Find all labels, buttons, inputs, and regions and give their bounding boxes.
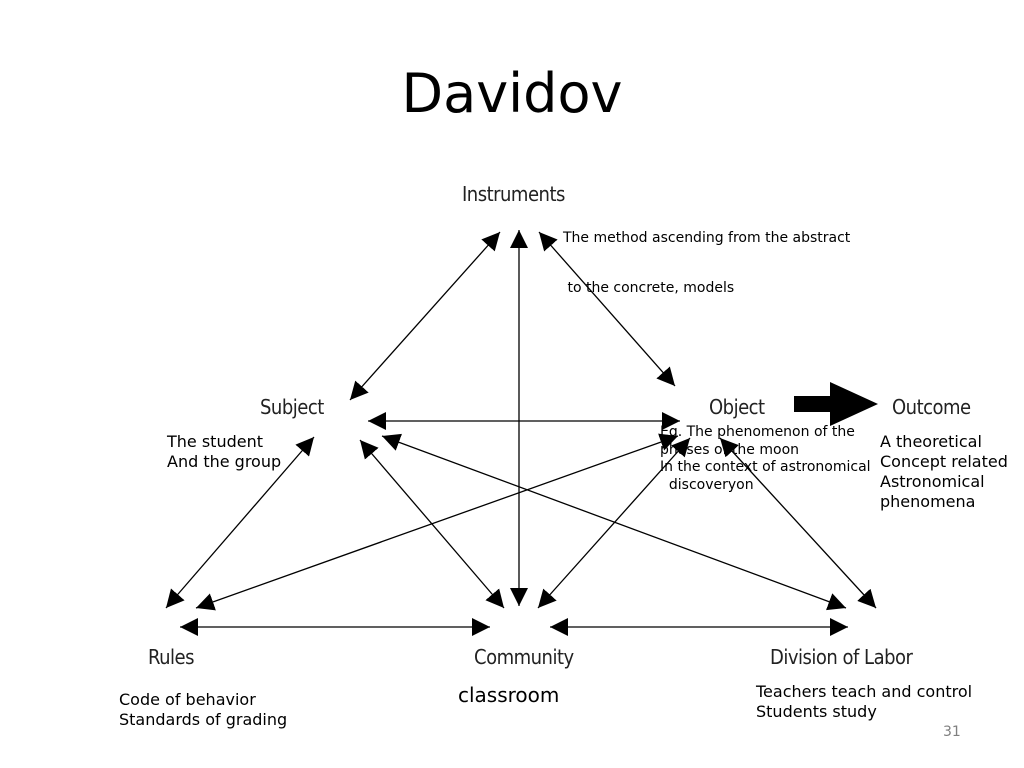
arrow-object-community (537, 437, 691, 609)
note-outcome-line-4: phenomena (880, 492, 976, 511)
note-object: Eg. The phenomenon of the phases of the … (660, 424, 871, 494)
arrow-object-division (719, 437, 877, 609)
note-division-of-labor: Teachers teach and control Students stud… (756, 682, 972, 722)
note-subject-line-1: The student (167, 432, 264, 451)
node-division-of-labor: Division of Labor (770, 645, 913, 669)
note-rules-line-1: Code of behavior (119, 690, 256, 709)
note-rules: Code of behavior Standards of grading (119, 690, 287, 730)
node-rules: Rules (148, 645, 194, 669)
note-division-line-2: Students study (756, 702, 877, 721)
note-community: classroom (458, 683, 559, 708)
note-outcome-line-3: Astronomical (880, 472, 985, 491)
arrow-instruments-subject (349, 231, 501, 401)
page-number: 31 (943, 724, 961, 740)
note-outcome: A theoretical Concept related Astronomic… (880, 432, 1008, 512)
outcome-arrow (794, 382, 878, 426)
note-division-line-1: Teachers teach and control (756, 682, 973, 701)
note-object-line-1: Eg. The phenomenon of the (660, 424, 855, 440)
note-instruments: The method ascending from the abstract t… (563, 198, 850, 313)
note-object-line-3: In the context of astronomical (660, 459, 871, 475)
note-rules-line-2: Standards of grading (119, 710, 288, 729)
node-instruments: Instruments (462, 182, 565, 206)
note-instruments-line-2: to the concrete, models (563, 279, 735, 296)
note-community-line-1: classroom (458, 683, 560, 707)
note-subject: The student And the group (167, 432, 281, 472)
note-outcome-line-2: Concept related (880, 452, 1008, 471)
note-subject-line-2: And the group (167, 452, 282, 471)
note-outcome-line-1: A theoretical (880, 432, 982, 451)
node-object: Object (709, 395, 765, 419)
arrow-instruments-object (538, 231, 676, 387)
node-community: Community (474, 645, 574, 669)
node-outcome: Outcome (892, 395, 971, 419)
note-instruments-line-1: The method ascending from the abstract (563, 230, 851, 246)
slide-title: Davidov (401, 62, 623, 125)
note-object-line-2: phases of the moon (660, 441, 800, 458)
node-subject: Subject (260, 395, 324, 419)
note-object-line-4: discoveryon (660, 476, 754, 493)
